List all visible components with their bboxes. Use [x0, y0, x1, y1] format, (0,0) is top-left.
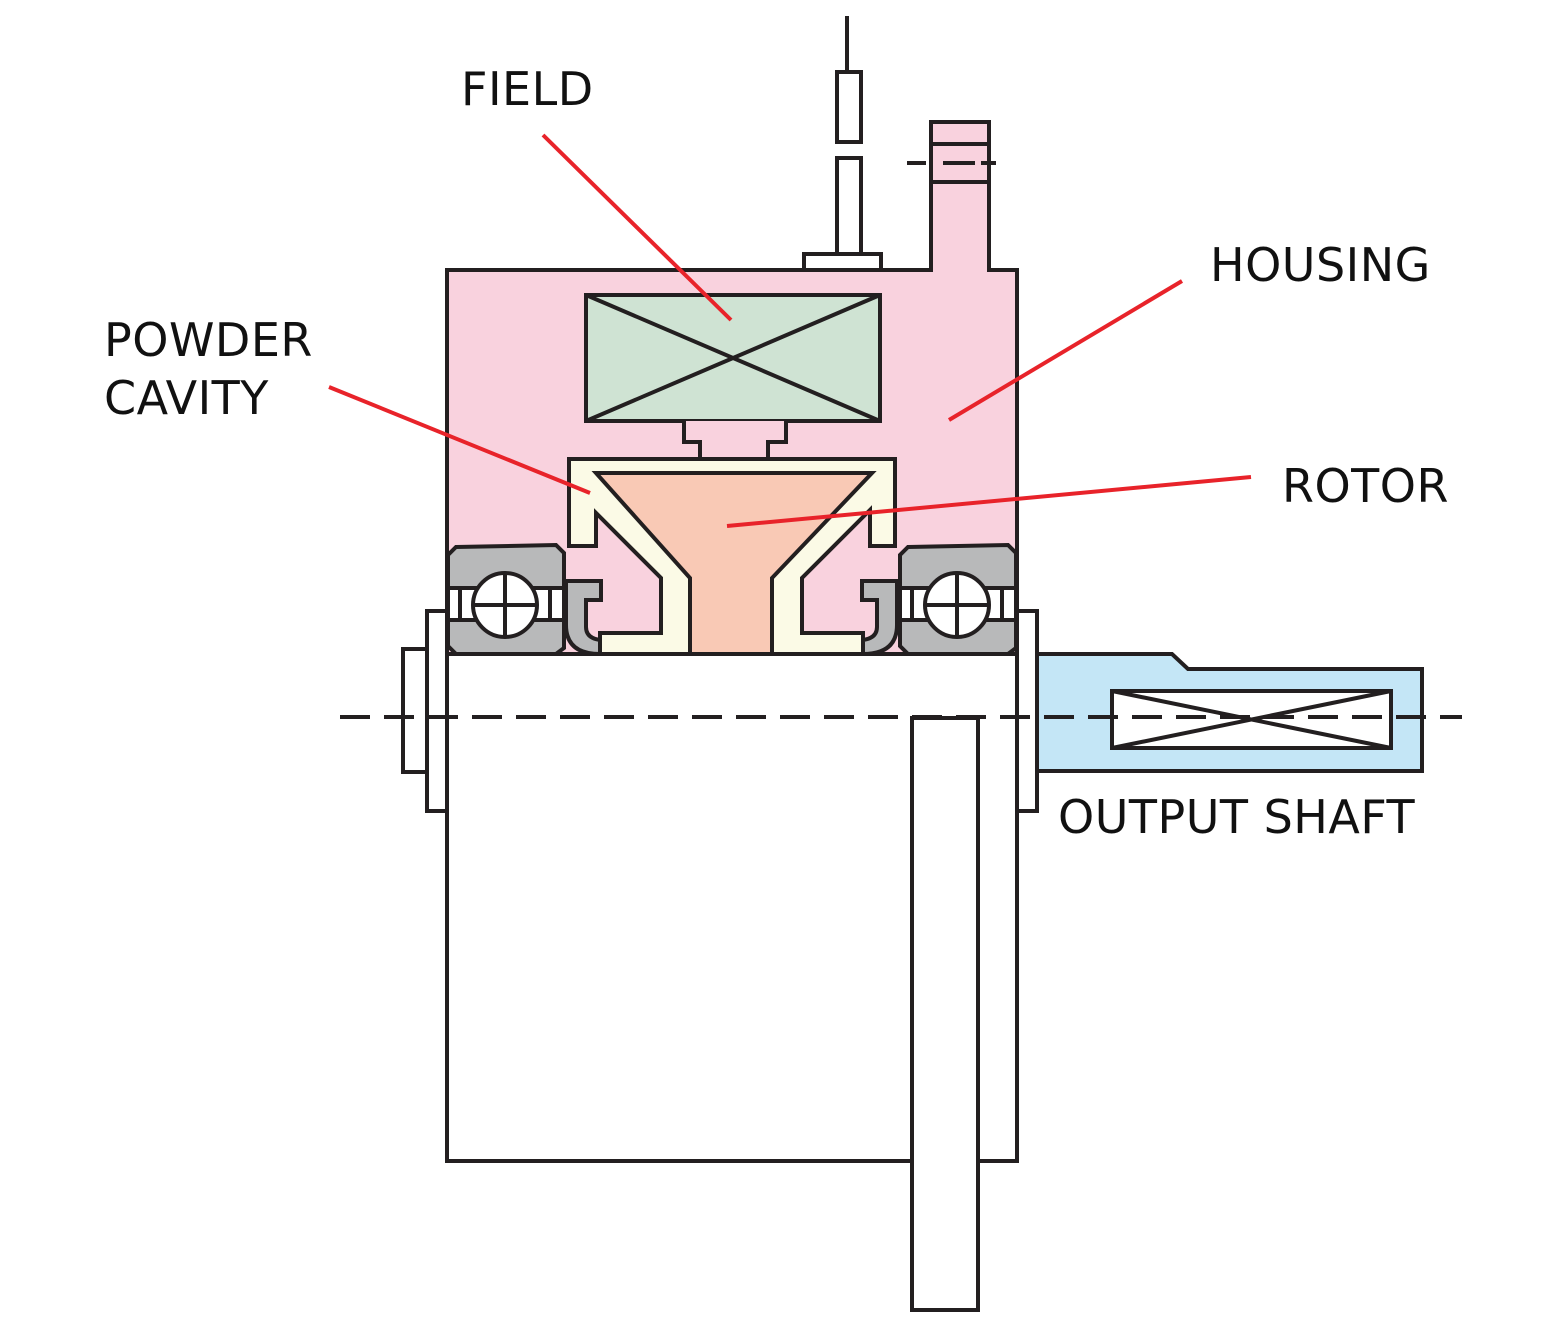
lead-wire-sleeve-lower — [835, 156, 863, 256]
left-nut — [401, 647, 429, 774]
left-collar — [425, 609, 449, 813]
output-shaft-key-cross-b — [1111, 689, 1392, 750]
seal-left — [564, 579, 603, 657]
right-collar — [1015, 609, 1039, 813]
seal-right — [860, 579, 899, 657]
leader-housing — [947, 279, 1184, 422]
label-field: FIELD — [461, 62, 594, 116]
label-rotor: ROTOR — [1282, 459, 1449, 513]
key-bar — [910, 716, 980, 1312]
field-coil-cross-b — [585, 293, 881, 423]
label-housing: HOUSING — [1210, 238, 1431, 292]
leader-rotor — [726, 475, 1252, 528]
leader-field — [541, 133, 733, 322]
leader-powder-cavity — [328, 385, 591, 495]
label-output-shaft: OUTPUT SHAFT — [1058, 790, 1416, 844]
label-powder-cavity: POWDER CAVITY — [104, 311, 313, 427]
label-powder-cavity-line-1: POWDER — [104, 313, 313, 367]
lead-wire-sleeve-upper — [835, 70, 863, 144]
label-powder-cavity-line-2: CAVITY — [104, 371, 269, 425]
wire-boss — [802, 252, 883, 272]
